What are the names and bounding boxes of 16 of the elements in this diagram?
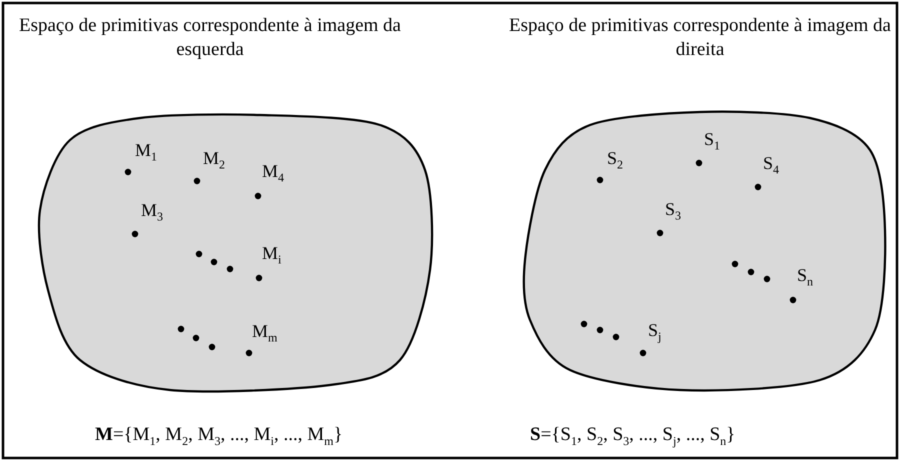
- point-label: S$_{n}$: [797, 265, 814, 291]
- point-label: S$_{2}$: [607, 148, 624, 174]
- panel-heading: Espaço de primitivas correspondente à imagem da direita: [508, 14, 892, 62]
- point-label: M$_{2}$: [203, 148, 226, 174]
- point-label: M$_{3}$: [141, 200, 164, 226]
- point-label: S$_{1}$: [704, 129, 720, 155]
- point-label: M$_{4}$: [262, 161, 284, 187]
- point-label: S$_{3}$: [665, 199, 682, 225]
- panel-heading: Espaço de primitivas correspondente à imagem da esquerda: [18, 14, 402, 62]
- set-formula: M={M$_{1}$, M$_{2}$, M$_{3}$, ..., M$_{i}$, ..., M$_{m}$}: [95, 425, 343, 450]
- point-label: S$_{j}$: [648, 320, 662, 346]
- point-label: M$_{1}$: [135, 140, 158, 166]
- point-label: M$_{m}$: [252, 321, 278, 347]
- point-label: S$_{4}$: [763, 153, 780, 179]
- set-formula: S={S$_{1}$, S$_{2}$, S$_{3}$, ..., S$_{j}$, ..., S$_{n}$}: [530, 425, 736, 450]
- point-label: M$_{i}$: [262, 243, 282, 269]
